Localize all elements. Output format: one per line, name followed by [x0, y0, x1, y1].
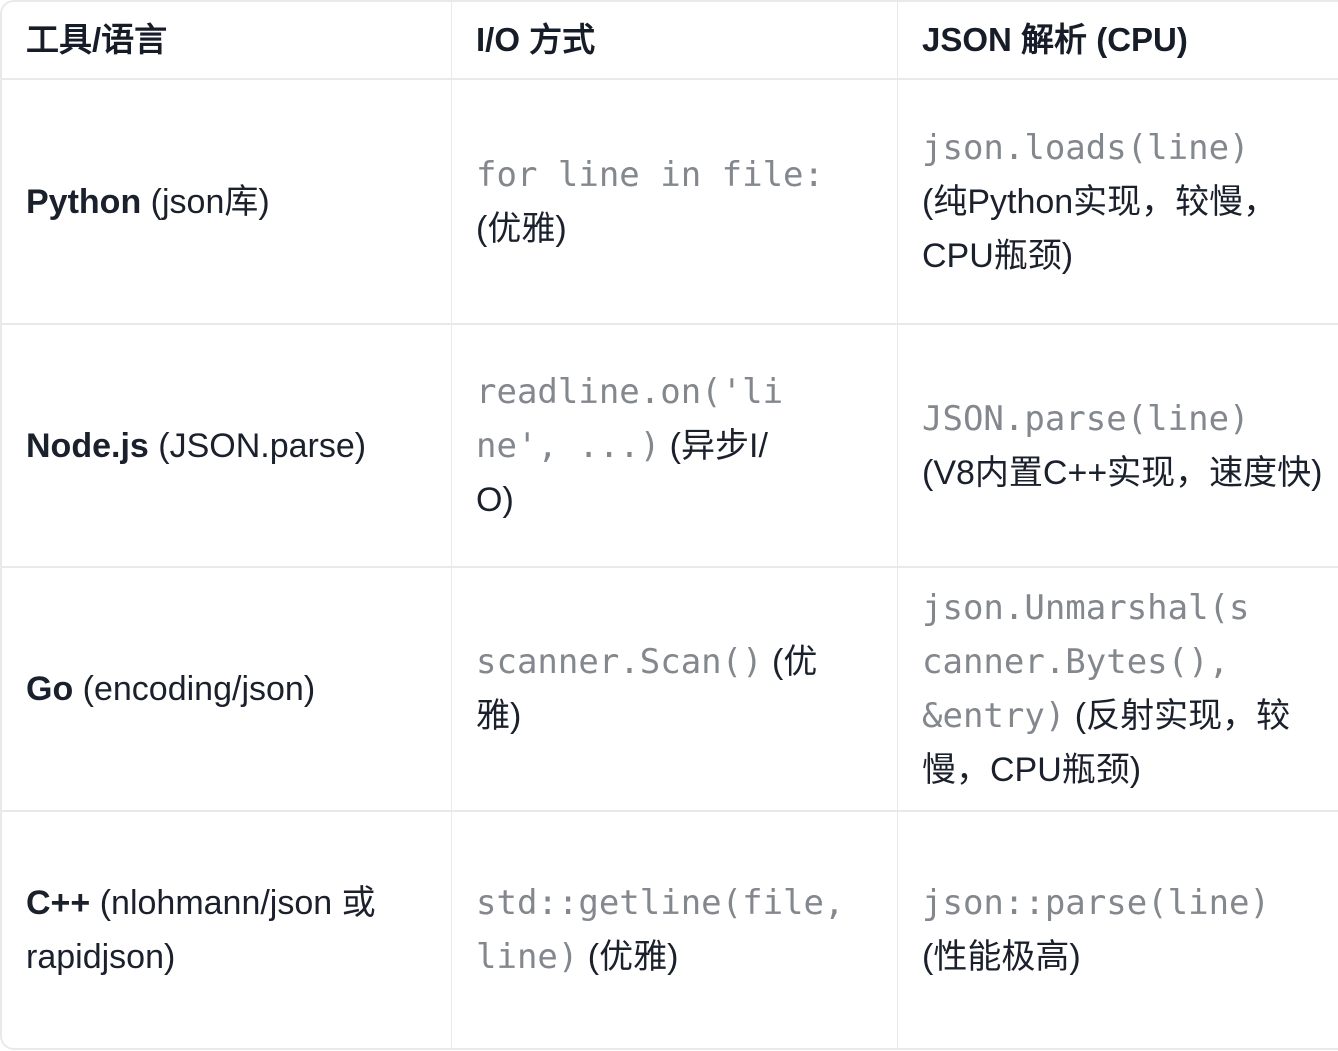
- io-code-snippet: for line in file:: [476, 154, 824, 195]
- tool-name: Node.js: [26, 426, 149, 465]
- parse-note: (性能极高): [922, 938, 1081, 976]
- table-row-python-io-cell: for line in file: (优雅): [451, 78, 897, 323]
- parse-code-snippet: json::parse(line): [922, 883, 1270, 923]
- io-note: (优雅): [476, 209, 567, 248]
- io-code-snippet: std::getline(file, line): [476, 883, 845, 977]
- table-row-go-parse-cell: json.Unmarshal(s canner.Bytes(), &entry)…: [897, 566, 1338, 810]
- tool-note: (json库): [141, 182, 270, 221]
- tool-note: (nlohmann/json 或 rapidjson): [26, 884, 376, 976]
- parse-code-snippet: JSON.parse(line): [922, 398, 1250, 439]
- table-row-python-parse-cell: json.loads(line) (纯Python实现，较慢， CPU瓶颈): [897, 78, 1338, 323]
- tool-note: (JSON.parse): [148, 426, 367, 465]
- tool-name: C++: [26, 884, 91, 922]
- table-row-nodejs-parse-cell: JSON.parse(line) (V8内置C++实现，速度快): [897, 323, 1338, 566]
- table-row-cpp-tool-cell: C++ (nlohmann/json 或 rapidjson): [2, 810, 451, 1048]
- io-note: (优 雅): [476, 643, 818, 735]
- header-json-parsing: JSON 解析 (CPU): [897, 2, 1338, 78]
- parse-note: (反射实现，较 慢，CPU瓶颈): [922, 697, 1291, 789]
- table-row-nodejs-io-cell: readline.on('li ne', ...) (异步I/ O): [451, 323, 897, 566]
- parse-code-snippet: json.Unmarshal(s canner.Bytes(), &entry): [922, 588, 1250, 736]
- table-row-go-tool-cell: Go (encoding/json): [2, 566, 451, 810]
- table-row-go-io-cell: scanner.Scan() (优 雅): [451, 566, 897, 810]
- io-note: (异步I/ O): [476, 426, 768, 519]
- table-row-nodejs-tool-cell: Node.js (JSON.parse): [2, 323, 451, 566]
- parse-note: (纯Python实现，较慢， CPU瓶颈): [922, 182, 1278, 275]
- tool-name: Go: [26, 670, 74, 708]
- table-row-cpp-io-cell: std::getline(file, line) (优雅): [451, 810, 897, 1048]
- table-row-python-tool-cell: Python (json库): [2, 78, 451, 323]
- tool-name: Python: [26, 182, 142, 221]
- parse-note: (V8内置C++实现，速度快): [922, 453, 1323, 492]
- parse-code-snippet: json.loads(line): [922, 127, 1250, 168]
- header-tool-language: 工具/语言: [2, 2, 451, 78]
- io-note: (优雅): [578, 938, 679, 976]
- table-row-cpp-parse-cell: json::parse(line) (性能极高): [897, 810, 1338, 1048]
- io-code-snippet: readline.on('li ne', ...): [476, 371, 784, 466]
- header-io-method: I/O 方式: [451, 2, 897, 78]
- io-code-snippet: scanner.Scan(): [476, 642, 763, 682]
- tool-note: (encoding/json): [73, 670, 316, 708]
